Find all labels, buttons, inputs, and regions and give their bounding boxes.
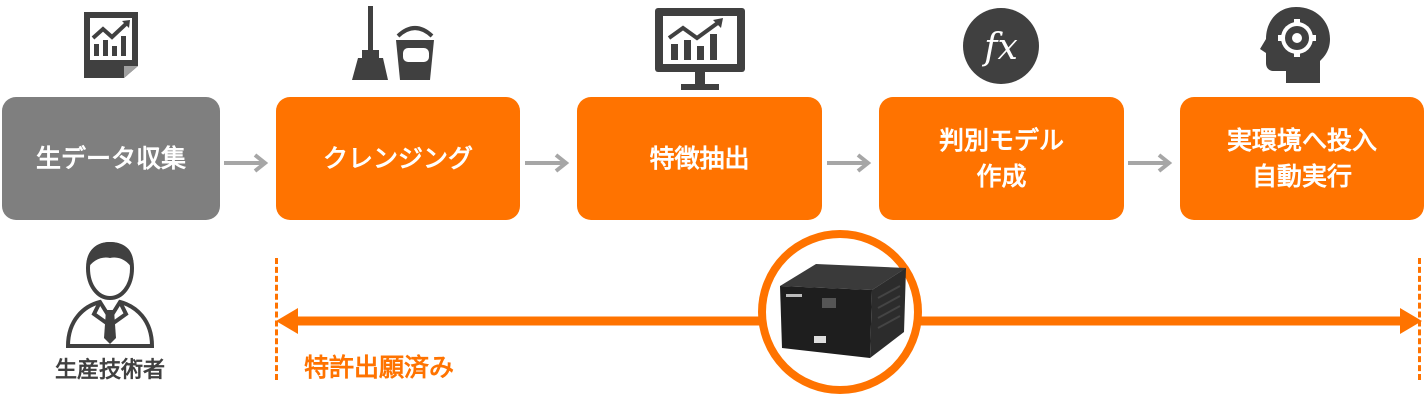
flow-arrow-icon xyxy=(224,153,269,173)
flow-arrow-icon xyxy=(525,153,570,173)
chart-monitor-icon xyxy=(655,8,745,90)
step-label: 判別モデル 作成 xyxy=(938,125,1064,191)
chart-document-icon xyxy=(84,12,138,78)
engineer-person-icon xyxy=(65,241,155,348)
step-raw-data-collection: 生データ収集 xyxy=(2,97,220,220)
hardware-box-icon xyxy=(758,230,922,394)
step-deploy-auto-run: 実環境へ投入 自動実行 xyxy=(1180,97,1424,220)
step-cleansing: クレンジング xyxy=(276,97,520,220)
flow-arrow-icon xyxy=(827,153,872,173)
step-model-creation: 判別モデル 作成 xyxy=(879,97,1124,220)
range-start-dashed-line xyxy=(275,258,278,380)
engineer-label: 生産技術者 xyxy=(54,358,165,383)
broom-bucket-icon xyxy=(352,6,434,80)
flow-arrow-icon xyxy=(1128,153,1173,173)
svg-text:fx: fx xyxy=(981,27,1018,68)
function-fx-icon: fx xyxy=(963,8,1039,84)
step-label: クレンジング xyxy=(322,143,473,173)
step-label: 特徴抽出 xyxy=(649,143,750,173)
step-feature-extraction: 特徴抽出 xyxy=(577,97,822,220)
patent-pending-label: 特許出願済み xyxy=(304,353,455,382)
step-label: 実環境へ投入 自動実行 xyxy=(1226,125,1377,191)
step-label: 生データ収集 xyxy=(35,143,186,173)
head-gear-icon xyxy=(1260,7,1330,83)
range-end-dashed-line xyxy=(1418,258,1421,380)
